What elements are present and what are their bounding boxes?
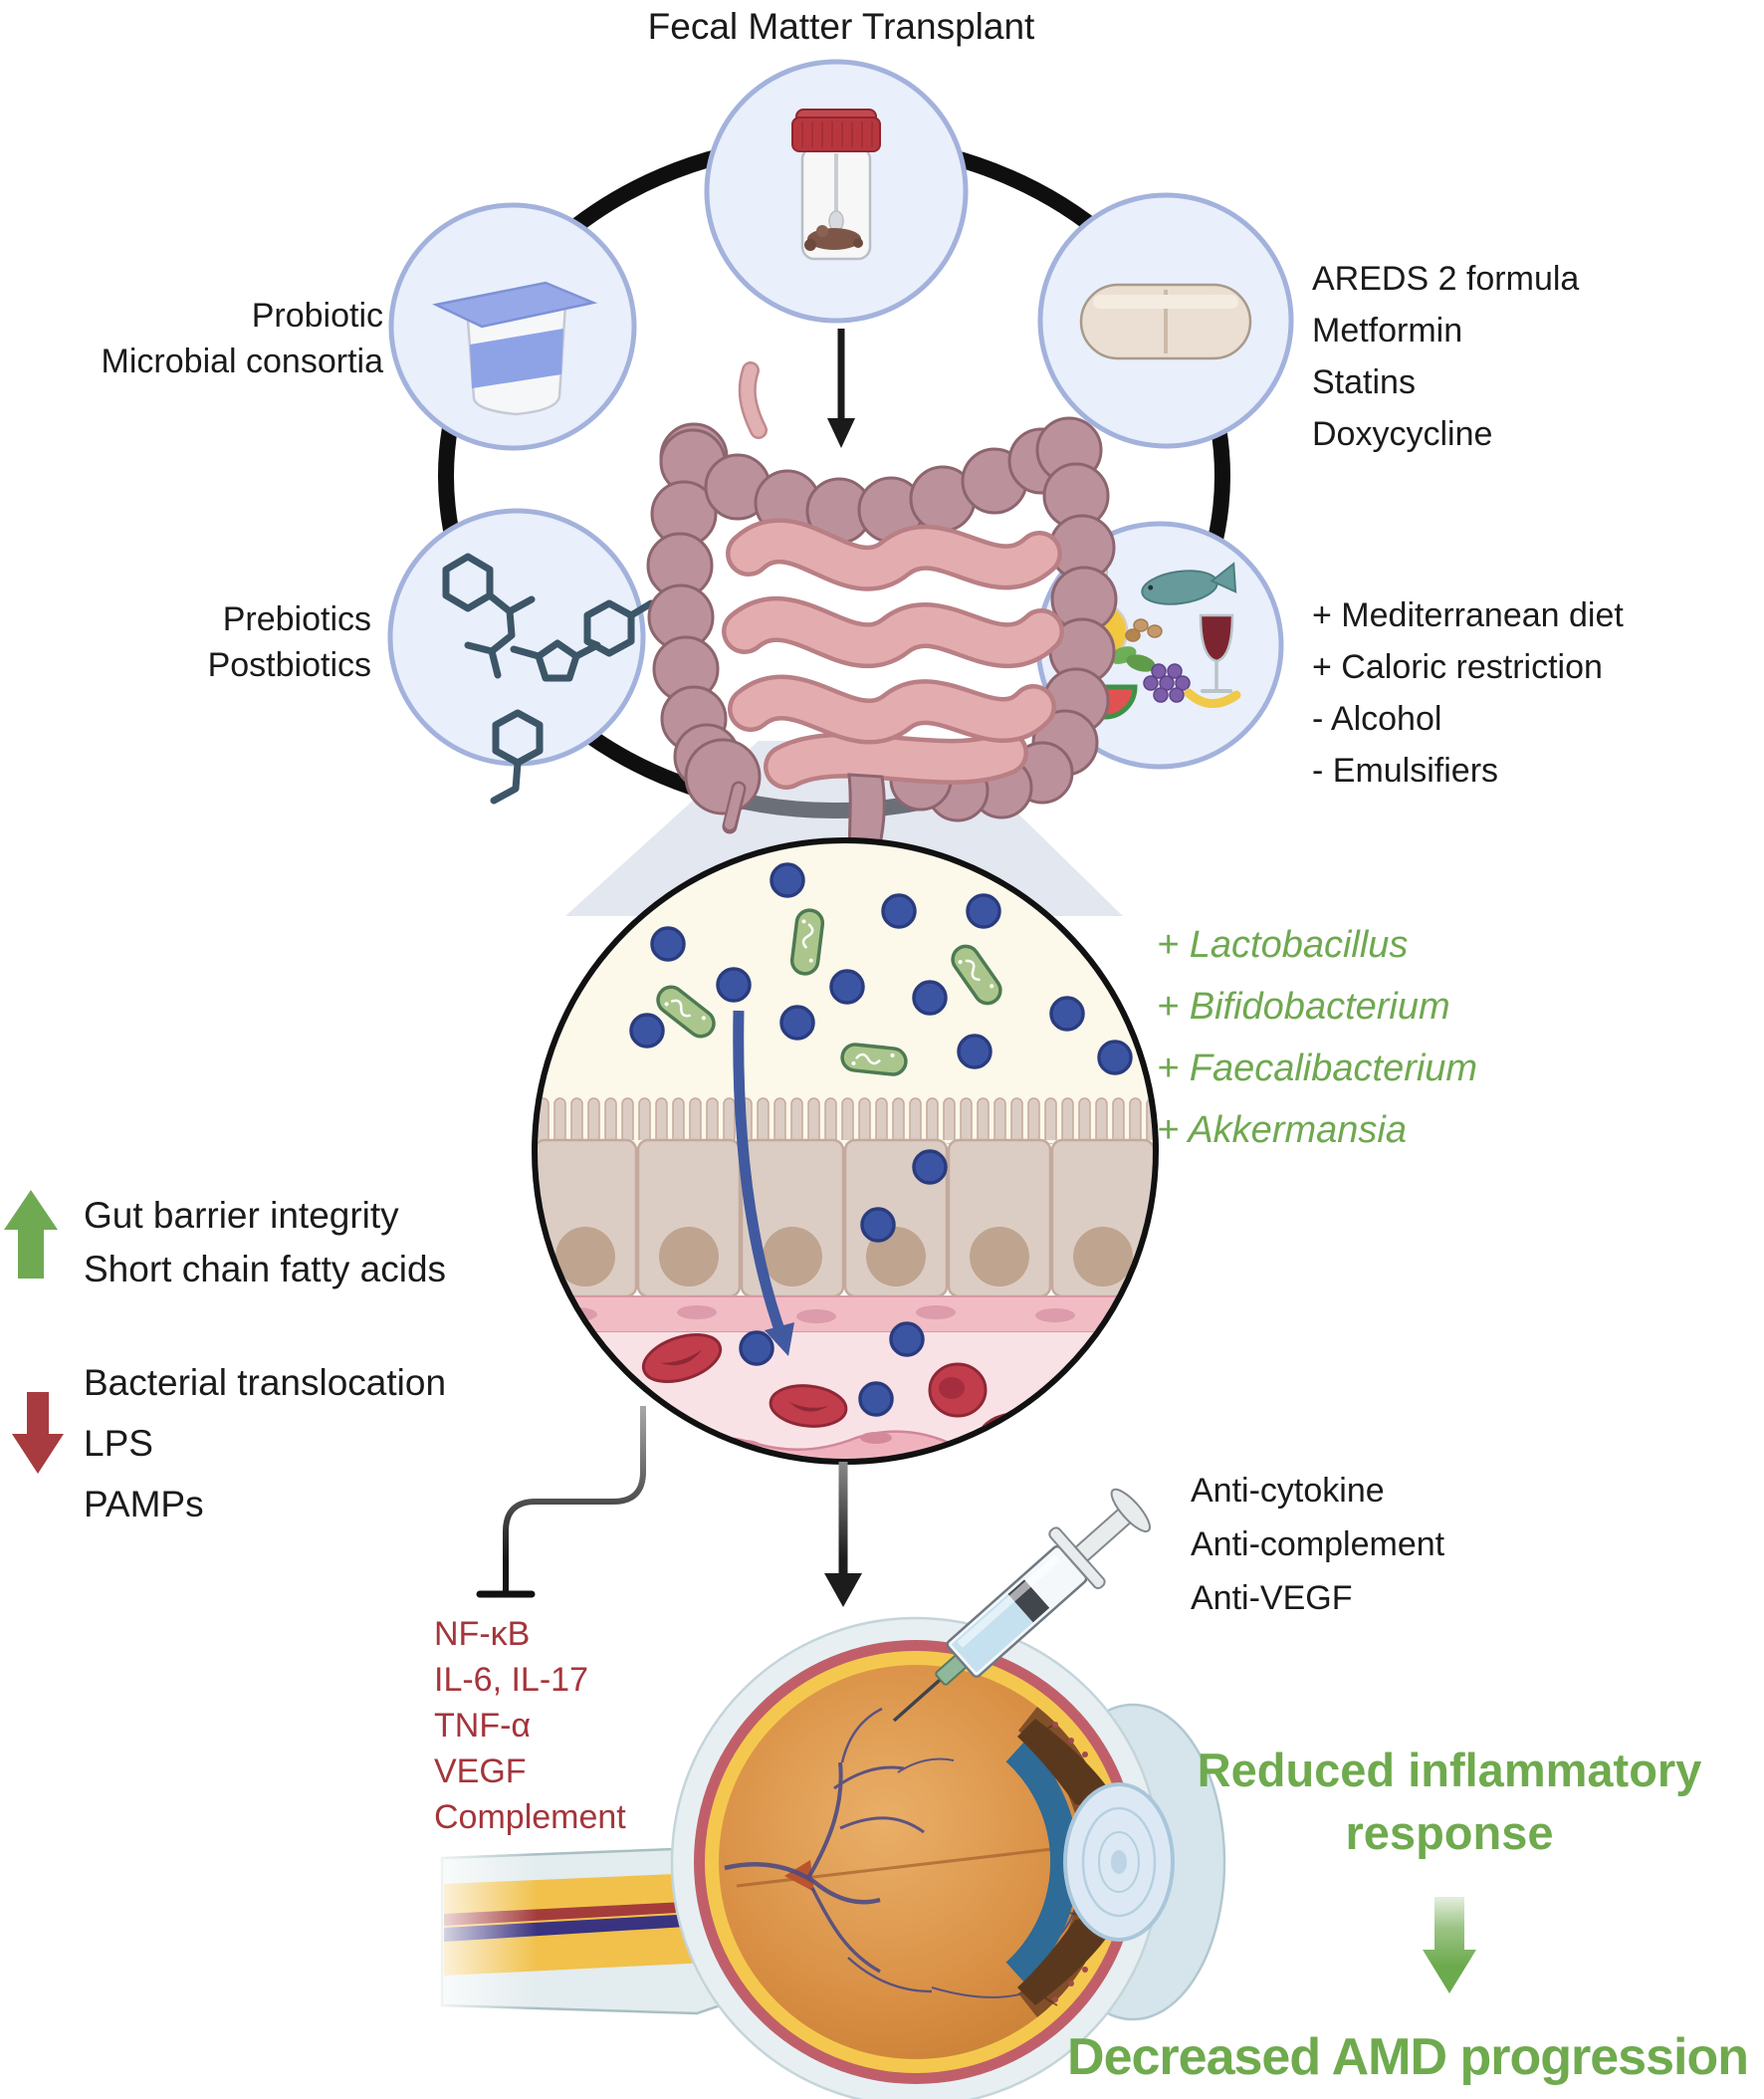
probiotic-label-line: Probiotic (251, 297, 383, 335)
decreased-line: LPS (84, 1423, 153, 1464)
diet-label-line: - Alcohol (1312, 700, 1442, 738)
pill-icon (1079, 283, 1252, 360)
arrow-gut-to-eye (824, 1462, 862, 1607)
prebiotics-label-line: Postbiotics (207, 646, 371, 684)
diet-label-line: + Caloric restriction (1312, 648, 1603, 686)
increased-line: Short chain fatty acids (84, 1249, 447, 1289)
syringe-icon (892, 1488, 1151, 1723)
prebiotic-circle (387, 508, 655, 805)
eye-therapies-label: Anti-cytokine Anti-complement Anti-VEGF (1191, 1464, 1444, 1625)
prebiotics-label: Prebiotics Postbiotics (85, 596, 371, 688)
eye-therapy-line: Anti-cytokine (1191, 1472, 1385, 1510)
medications-label-line: Metformin (1312, 312, 1463, 350)
epithelial-cells (538, 1138, 1153, 1298)
figure-title: Fecal Matter Transplant (647, 6, 1035, 47)
down-arrow-icon (12, 1392, 64, 1474)
stool-sample-icon (791, 109, 881, 261)
molecule-icon (442, 553, 655, 805)
inhibited-line: VEGF (434, 1752, 527, 1790)
inhibited-line: Complement (434, 1798, 626, 1836)
inhibited-mediators-label: NF-κB IL-6, IL-17 TNF-α VEGF Complement (434, 1611, 626, 1840)
eye-therapy-line: Anti-VEGF (1191, 1579, 1353, 1617)
inhibited-line: NF-κB (434, 1615, 531, 1653)
decreased-line: Bacterial translocation (84, 1362, 447, 1403)
medications-label-line: Doxycycline (1312, 415, 1493, 453)
probiotic-circle (388, 202, 637, 451)
microbiome-gain-line: + Akkermansia (1157, 1109, 1407, 1151)
outcome-primary: Reduced inflammatory response (1197, 1744, 1702, 1859)
diet-label-line: - Emulsifiers (1312, 752, 1499, 790)
medications-label-line: Statins (1312, 363, 1416, 401)
eye-therapy-line: Anti-complement (1191, 1525, 1445, 1563)
gut-barrier-zoom-circle (532, 837, 1159, 1465)
medications-label: AREDS 2 formula Metformin Statins Doxycy… (1312, 253, 1579, 460)
yogurt-cup-icon (432, 281, 598, 416)
up-arrow-icon (4, 1190, 58, 1279)
microbiome-gain-line: + Lactobacillus (1157, 924, 1409, 966)
medications-label-line: AREDS 2 formula (1312, 260, 1580, 298)
inhibited-line: TNF-α (434, 1707, 532, 1745)
increased-line: Gut barrier integrity (84, 1195, 399, 1236)
inhibition-line (476, 1406, 646, 1598)
inhibited-line: IL-6, IL-17 (434, 1661, 588, 1699)
increased-label: Gut barrier integrity Short chain fatty … (84, 1189, 446, 1296)
translocation-arrow (733, 1010, 794, 1356)
decreased-label: Bacterial translocation LPS PAMPs (84, 1352, 446, 1534)
probiotic-label: Probiotic Microbial consortia (85, 293, 383, 384)
microbiome-gain-line: + Bifidobacterium (1157, 986, 1450, 1028)
microbiome-gain-label: + Lactobacillus + Bifidobacterium + Faec… (1157, 914, 1477, 1161)
fecal-circle (704, 59, 969, 324)
intestines-illustration (646, 361, 1118, 902)
outcome-arrow-icon (1423, 1897, 1476, 1993)
probiotic-label-line: Microbial consortia (101, 343, 383, 380)
small-intestine (722, 518, 1064, 790)
outcome-secondary: Decreased AMD progression (1067, 2028, 1749, 2086)
diet-label-line: + Mediterranean diet (1312, 596, 1624, 634)
microbiome-gain-line: + Faecalibacterium (1157, 1048, 1478, 1089)
medication-circle (1037, 192, 1294, 449)
prebiotics-label-line: Prebiotics (222, 600, 371, 638)
decreased-line: PAMPs (84, 1484, 204, 1524)
eye-illustration (418, 1616, 1226, 2099)
diet-label: + Mediterranean diet + Caloric restricti… (1312, 589, 1624, 797)
arrow-transplant-to-gut (827, 329, 855, 448)
lens (1063, 1782, 1175, 1942)
